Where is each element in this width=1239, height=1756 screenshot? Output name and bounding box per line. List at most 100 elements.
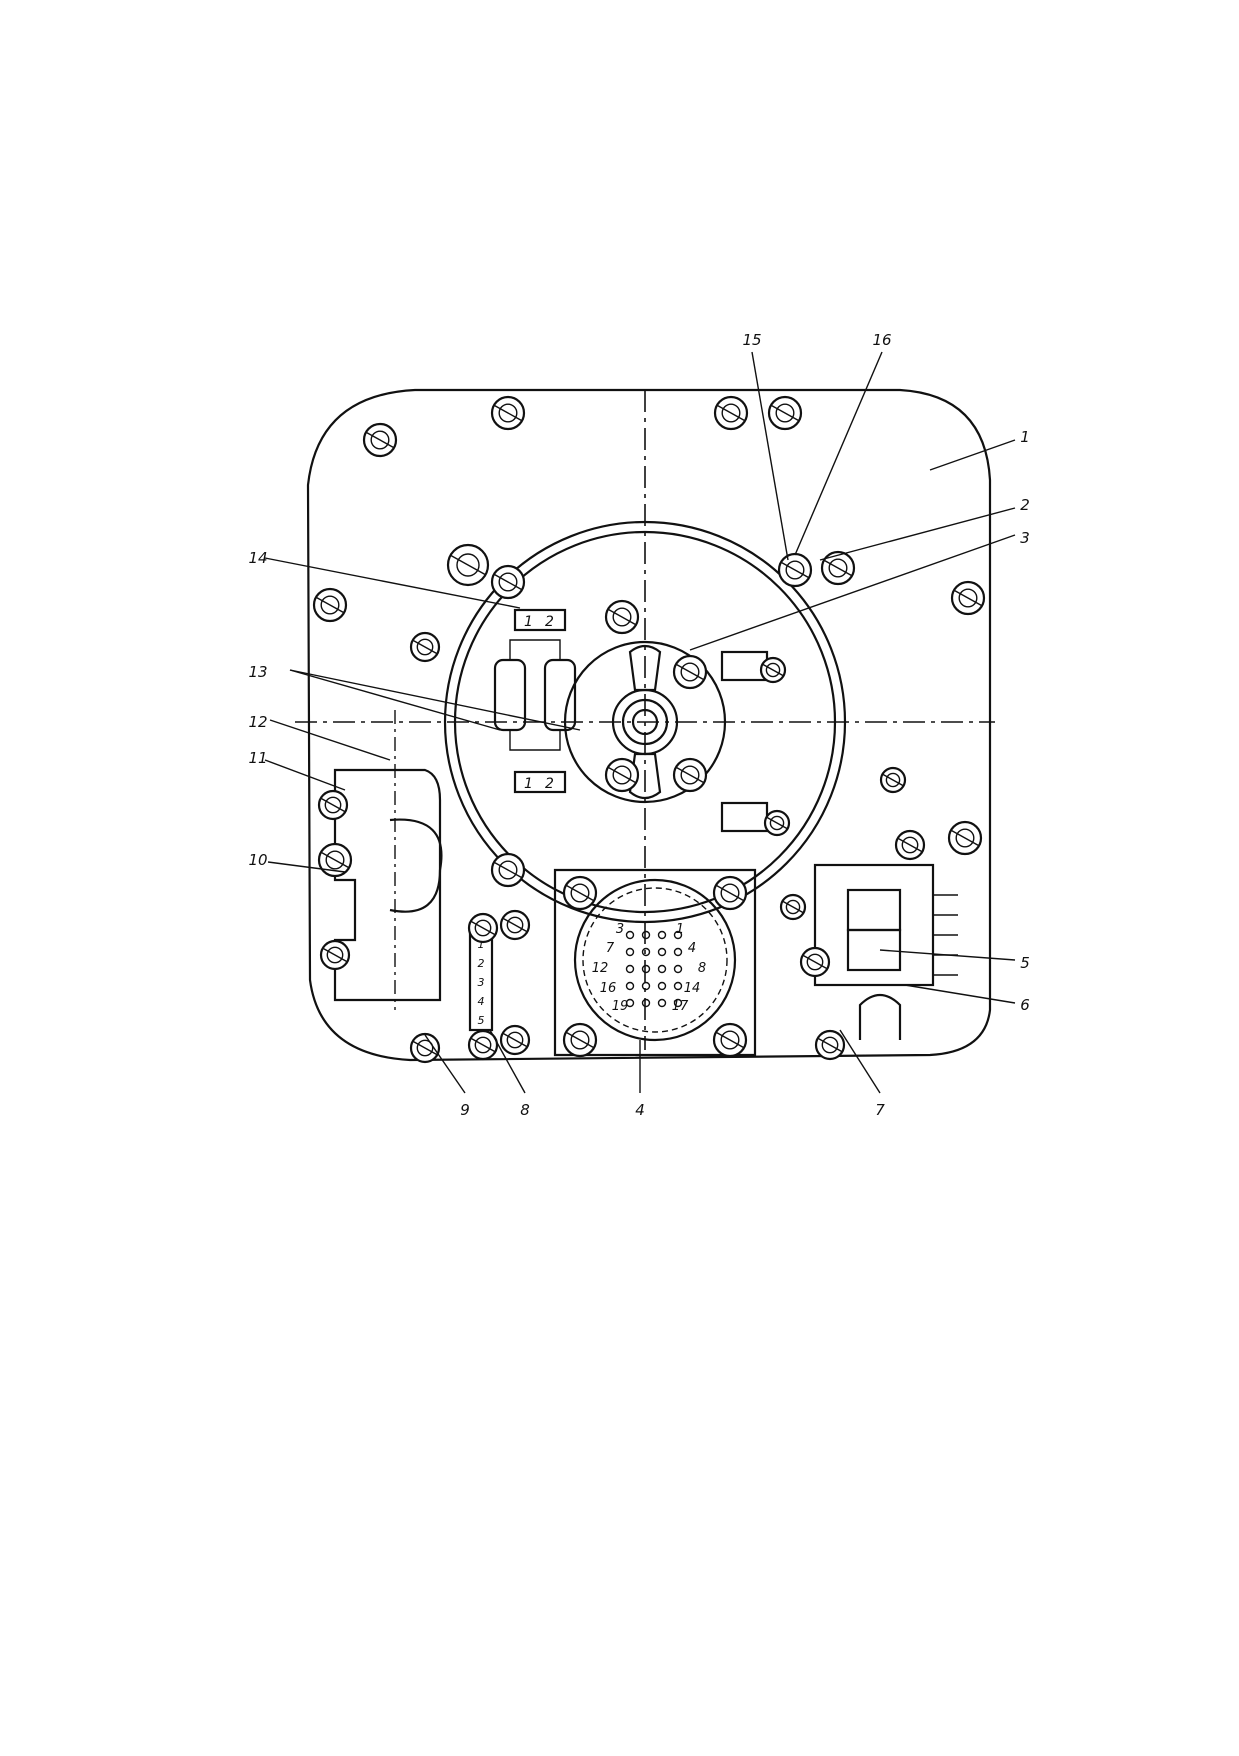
screw-icon xyxy=(814,1029,846,1061)
screw-icon xyxy=(779,893,807,921)
screw-icon xyxy=(799,946,831,978)
pin-label: 12 xyxy=(592,961,609,976)
screw-icon xyxy=(672,757,708,793)
screw-icon xyxy=(604,757,640,793)
callout-label: 2 xyxy=(1020,496,1030,514)
callout-label: 5 xyxy=(1020,954,1030,972)
leader-line xyxy=(489,1029,526,1094)
block-pin-label: 1 xyxy=(524,776,533,792)
leader-line xyxy=(879,949,1016,961)
leader-line xyxy=(269,719,391,761)
pin-hole xyxy=(657,998,667,1008)
leader-line xyxy=(929,439,1016,471)
leader-line xyxy=(264,759,346,791)
lamp-socket xyxy=(563,640,727,804)
screw-icon xyxy=(777,552,813,588)
pin-label: 1 xyxy=(676,922,684,937)
pin-label: 17 xyxy=(672,999,689,1014)
screw-icon xyxy=(409,1032,441,1064)
pin-hole xyxy=(673,964,683,974)
pin-hole xyxy=(673,947,683,957)
screw-icon xyxy=(672,654,708,690)
pin-label: 4 xyxy=(688,941,696,956)
leader-line xyxy=(794,351,883,556)
callout-label: 14 xyxy=(248,549,267,567)
transformer-5 xyxy=(813,863,958,1040)
leader-line xyxy=(264,557,521,609)
leader-line xyxy=(904,984,1016,1004)
pin-hole xyxy=(625,998,635,1008)
screw-icon xyxy=(894,829,926,861)
callout-label: 11 xyxy=(248,749,267,767)
pin-hole xyxy=(657,947,667,957)
callout-label: 16 xyxy=(872,331,891,349)
screw-icon xyxy=(767,395,803,431)
pin-label: 8 xyxy=(698,961,706,976)
screw-icon xyxy=(317,842,353,878)
connector-4 xyxy=(553,868,757,1057)
screw-icon xyxy=(317,789,349,821)
callout-label: 12 xyxy=(248,713,267,731)
screw-icon xyxy=(604,599,640,635)
screw-icon xyxy=(490,852,526,888)
terminal-label: 1 xyxy=(478,938,485,951)
leader-line xyxy=(751,351,789,561)
pin-hole xyxy=(625,981,635,991)
screw-icon xyxy=(950,580,986,616)
pin-label: 16 xyxy=(600,981,617,996)
callout-label: 3 xyxy=(1020,529,1030,547)
terminal-label: 5 xyxy=(478,1014,485,1027)
callout-label: 1 xyxy=(1020,428,1030,446)
leader-line xyxy=(689,534,1016,651)
pin-hole xyxy=(641,947,651,957)
block-pin-label: 2 xyxy=(545,614,554,630)
pin-hole xyxy=(625,964,635,974)
pin-hole xyxy=(625,947,635,957)
terminal-label: 2 xyxy=(478,957,485,970)
leader-line xyxy=(424,1034,466,1094)
screw-icon xyxy=(879,766,907,794)
screw-icon xyxy=(713,395,749,431)
callout-label: 8 xyxy=(520,1101,530,1119)
screw-icon xyxy=(362,422,398,458)
resistor-assembly xyxy=(493,608,577,794)
pin-hole xyxy=(625,930,635,940)
screws xyxy=(312,395,986,1064)
screw-icon xyxy=(562,875,598,911)
screw-icon xyxy=(712,1022,748,1058)
terminal-label: 4 xyxy=(478,995,485,1008)
leader-line xyxy=(267,861,346,873)
callout-label: 4 xyxy=(635,1101,645,1119)
callout-label: 13 xyxy=(248,663,267,681)
leader-line xyxy=(289,669,581,731)
relay-10 xyxy=(333,710,443,1010)
screw-icon xyxy=(409,631,441,663)
screw-icon xyxy=(490,395,526,431)
center-lines xyxy=(295,390,995,1050)
callout-label: 15 xyxy=(742,331,761,349)
screw-icon xyxy=(490,564,526,600)
screw-icon xyxy=(312,587,348,623)
screw-icon xyxy=(467,912,499,944)
screw-icon xyxy=(446,543,490,587)
pin-hole xyxy=(641,981,651,991)
block-pin-label: 1 xyxy=(524,614,533,630)
leader-line xyxy=(819,507,1016,561)
callout-label: 6 xyxy=(1020,996,1030,1014)
leader-line xyxy=(839,1029,881,1094)
pin-hole xyxy=(657,930,667,940)
screw-icon xyxy=(763,809,791,837)
pin-label: 14 xyxy=(684,981,701,996)
block-pin-label: 2 xyxy=(545,776,554,792)
screw-icon xyxy=(499,909,531,941)
terminal-label: 3 xyxy=(478,976,485,989)
pin-hole xyxy=(673,930,683,940)
callout-label: 10 xyxy=(248,851,267,869)
screw-icon xyxy=(562,1022,598,1058)
pin-label: 19 xyxy=(612,999,629,1014)
screw-icon xyxy=(712,875,748,911)
